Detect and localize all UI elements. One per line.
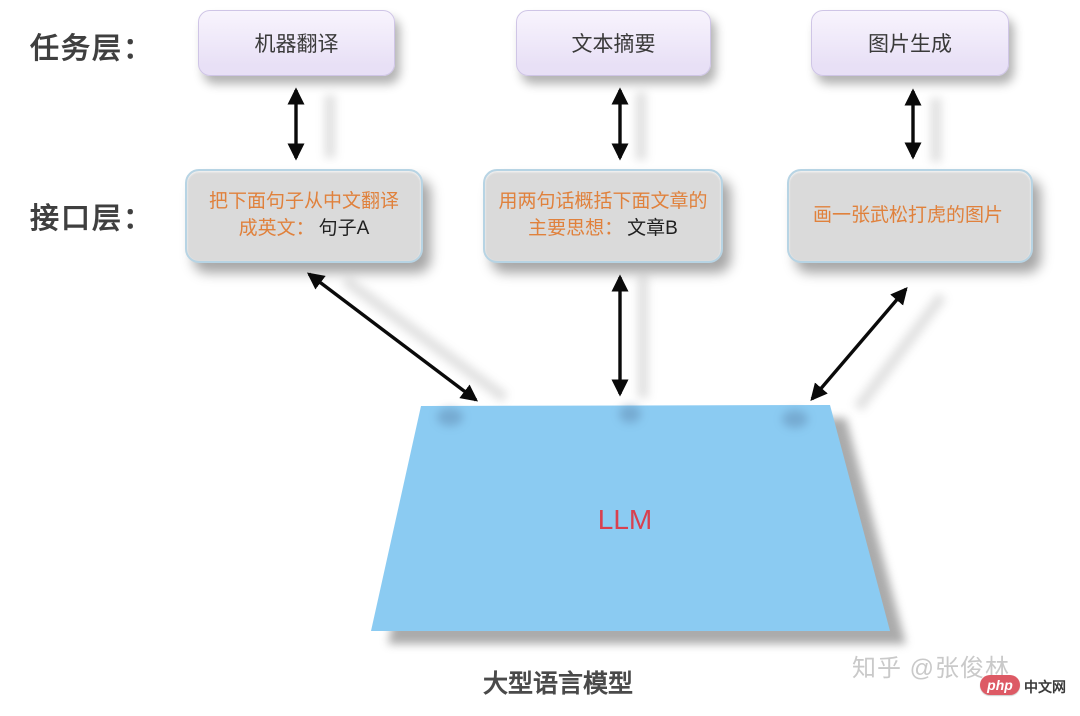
interface-box-draw-prompt: 画一张武松打虎的图片	[787, 169, 1033, 263]
arrow-interface3-llm	[810, 287, 908, 401]
watermark: 知乎 @张俊林 php 中文网	[852, 648, 1072, 700]
task-box-machine-translation: 机器翻译	[198, 10, 395, 76]
arrow-interface1-llm	[306, 272, 479, 402]
prompt-text: 画一张武松打虎的图片	[812, 204, 1003, 226]
llm-title: LLM	[597, 504, 653, 535]
prompt-payload: 文章B	[627, 218, 678, 239]
php-logo: php	[980, 675, 1020, 695]
interface-box-translation-prompt: 把下面句子从中文翻译 成英文：句子A	[185, 169, 423, 263]
task-box-image-generation: 图片生成	[811, 10, 1009, 76]
task-box-label: 机器翻译	[254, 33, 339, 56]
interface-layer-label: 接口层：	[30, 203, 155, 235]
prompt-text: 用两句话概括下面文章的 主要思想：文章B	[498, 191, 708, 239]
arrowhead-smudges	[437, 405, 808, 428]
task-layer-label: 任务层：	[30, 33, 155, 65]
prompt-text: 把下面句子从中文翻译 成英文：句子A	[208, 191, 399, 239]
task-box-label: 图片生成	[868, 33, 952, 56]
task-box-label: 文本摘要	[571, 33, 656, 56]
task-box-text-summarization: 文本摘要	[516, 10, 711, 76]
model-caption: 大型语言模型	[482, 670, 633, 698]
interface-box-summary-prompt: 用两句话概括下面文章的 主要思想：文章B	[483, 169, 723, 263]
prompt-payload: 句子A	[318, 218, 370, 239]
php-logo-site-label: 中文网	[1024, 679, 1066, 695]
